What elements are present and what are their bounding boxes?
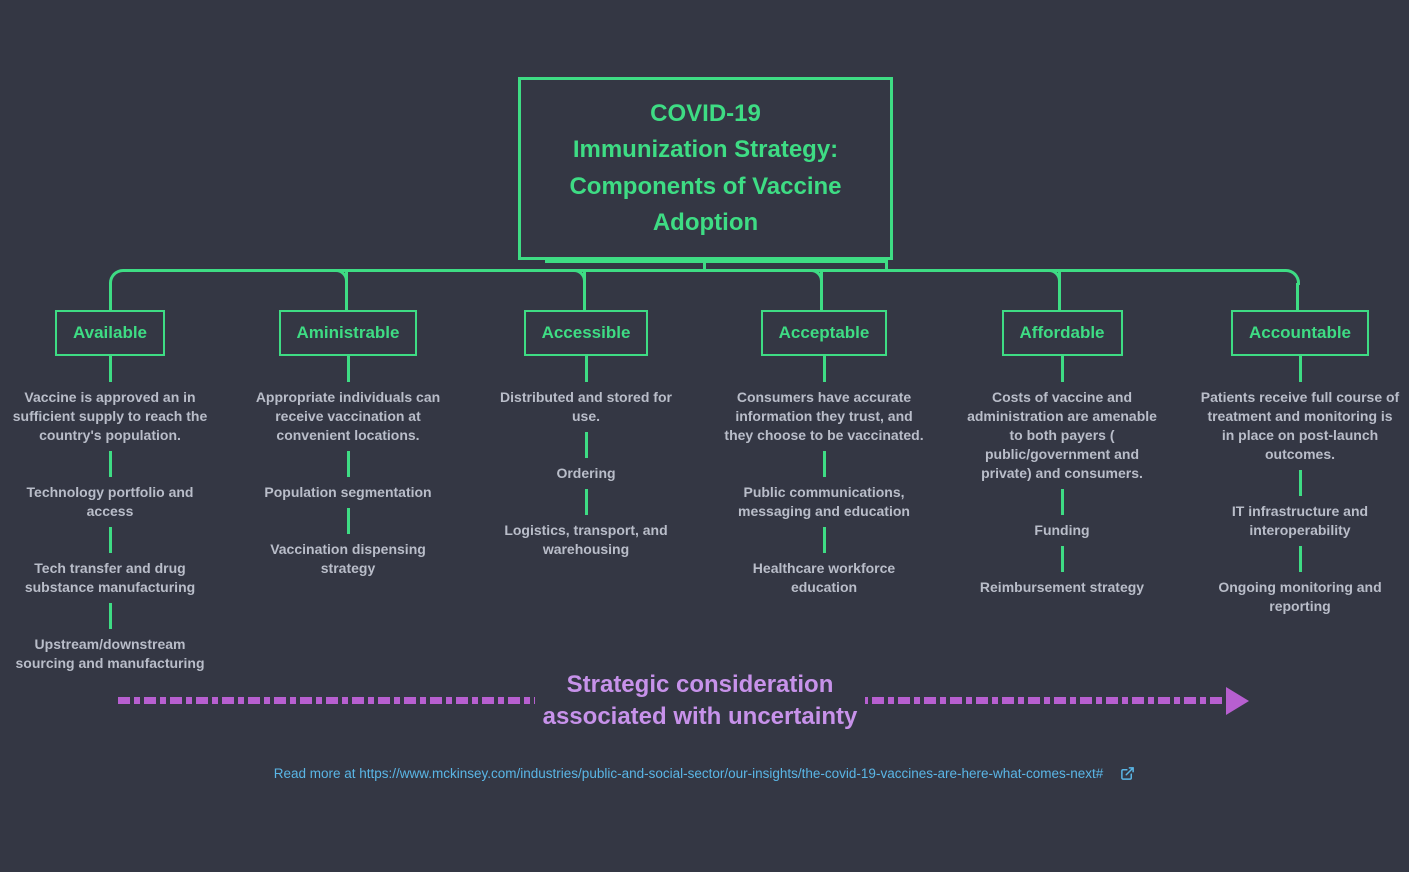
connector-line bbox=[584, 432, 588, 458]
branch-item: Patients receive full course of treatmen… bbox=[1200, 389, 1400, 462]
branch-item: Consumers have accurate information they… bbox=[724, 389, 924, 443]
connector-drop-available bbox=[109, 283, 112, 310]
branch-accessible: Accessible Distributed and stored for us… bbox=[467, 310, 705, 565]
connector-rail-secondary bbox=[545, 260, 888, 263]
connector-line bbox=[346, 356, 350, 382]
connector-line bbox=[108, 451, 112, 477]
connector-line bbox=[1060, 356, 1064, 382]
branch-item: Tech transfer and drug substance manufac… bbox=[24, 560, 196, 595]
connector-line bbox=[108, 527, 112, 553]
connector-drop-acceptable bbox=[820, 269, 823, 310]
strategic-arrow-label-line-1: Strategic consideration bbox=[566, 671, 834, 698]
read-more-link[interactable]: Read more at https://www.mckinsey.com/in… bbox=[273, 766, 1104, 781]
connector-title-stub bbox=[703, 257, 706, 271]
connector-corner-left bbox=[109, 269, 125, 285]
branch-item: Technology portfolio and access bbox=[26, 484, 194, 519]
connector-drop-affordable bbox=[1058, 269, 1061, 310]
connector-drop-aministrable bbox=[345, 269, 348, 310]
connector-line bbox=[822, 451, 826, 477]
branch-item: Costs of vaccine and administration are … bbox=[967, 389, 1157, 481]
connector-corner-right bbox=[1284, 269, 1300, 285]
branch-item: Appropriate individuals can receive vacc… bbox=[255, 389, 441, 443]
title-line-1: COVID-19 bbox=[650, 99, 761, 127]
branch-item: Distributed and stored for use. bbox=[500, 389, 672, 424]
connector-line bbox=[346, 451, 350, 477]
connector-line bbox=[108, 356, 112, 382]
connector-rail-main bbox=[123, 269, 1285, 272]
strategic-arrow-label-line-2: associated with uncertainty bbox=[542, 702, 858, 730]
connector-line bbox=[1060, 489, 1064, 515]
strategic-arrow-label: Strategic consideration associated with … bbox=[535, 666, 865, 735]
branch-affordable: Affordable Costs of vaccine and administ… bbox=[943, 310, 1181, 603]
connector-line bbox=[1298, 356, 1302, 382]
branch-item: Reimbursement strategy bbox=[979, 579, 1145, 595]
title-line-4: Adoption bbox=[652, 209, 759, 236]
connector-line bbox=[822, 527, 826, 553]
node-box-aministrable: Aministrable bbox=[278, 310, 418, 356]
branch-available: Available Vaccine is approved an in suff… bbox=[0, 310, 229, 679]
branch-item: Ongoing monitoring and reporting bbox=[1218, 579, 1382, 614]
branch-item: Vaccine is approved an in sufficient sup… bbox=[12, 389, 208, 443]
connector-line bbox=[1060, 546, 1064, 572]
branch-item: Public communications, messaging and edu… bbox=[738, 484, 910, 519]
branch-item: Ordering bbox=[556, 465, 616, 481]
connector-drop-accountable bbox=[1296, 283, 1299, 310]
branch-item: Healthcare workforce education bbox=[752, 560, 896, 595]
title-line-2: Immunization Strategy: bbox=[572, 136, 839, 163]
connector-drop-accessible bbox=[583, 269, 586, 310]
connector-line bbox=[822, 356, 826, 382]
branch-item: Upstream/downstream sourcing and manufac… bbox=[15, 636, 205, 671]
connector-rail-jog bbox=[885, 260, 888, 272]
branch-item: Logistics, transport, and warehousing bbox=[504, 522, 668, 557]
node-box-acceptable: Acceptable bbox=[760, 310, 888, 356]
branch-accountable: Accountable Patients receive full course… bbox=[1181, 310, 1409, 622]
branch-item: IT infrastructure and interoperability bbox=[1231, 503, 1369, 538]
title-box: COVID-19 Immunization Strategy: Componen… bbox=[518, 77, 893, 260]
branch-aministrable: Aministrable Appropriate individuals can… bbox=[229, 310, 467, 584]
connector-line bbox=[346, 508, 350, 534]
connector-line bbox=[1298, 546, 1302, 572]
branch-acceptable: Acceptable Consumers have accurate infor… bbox=[705, 310, 943, 603]
strategic-arrowhead bbox=[1226, 687, 1249, 715]
connector-line bbox=[584, 489, 588, 515]
branch-item: Population segmentation bbox=[264, 484, 432, 500]
node-box-accountable: Accountable bbox=[1230, 310, 1370, 356]
connector-line bbox=[108, 603, 112, 629]
title-line-3: Components of Vaccine bbox=[569, 172, 842, 200]
node-box-affordable: Affordable bbox=[1001, 310, 1123, 356]
node-box-available: Available bbox=[54, 310, 166, 356]
branch-item: Vaccination dispensing strategy bbox=[270, 541, 426, 576]
external-link-icon[interactable] bbox=[1120, 766, 1135, 781]
footer: Read more at https://www.mckinsey.com/in… bbox=[0, 766, 1409, 781]
connector-line bbox=[584, 356, 588, 382]
connector-line bbox=[1298, 470, 1302, 496]
branch-item: Funding bbox=[1034, 522, 1090, 538]
node-box-accessible: Accessible bbox=[523, 310, 649, 356]
